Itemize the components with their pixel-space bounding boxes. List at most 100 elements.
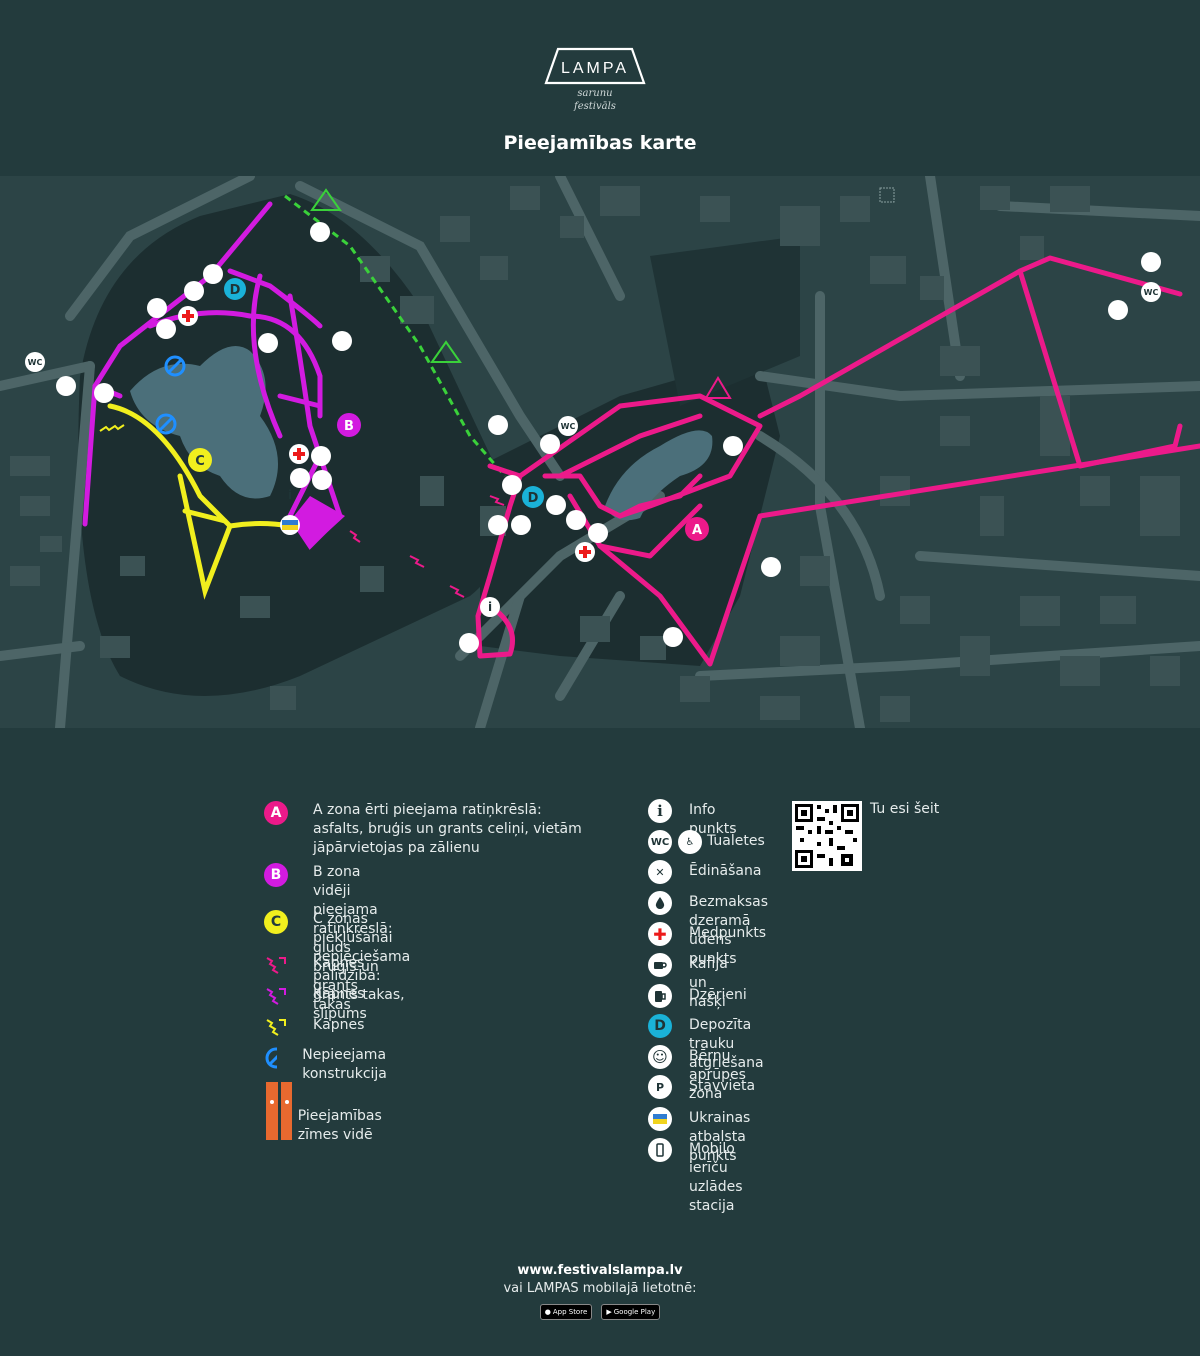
deposit-letter-west: D (230, 283, 241, 298)
festival-logo: LAMPA sarunu festivāls (540, 46, 650, 112)
medic-cross-icon: ✚ (648, 922, 672, 946)
legend-signs-label: Pieejamības zīmes vidē (297, 1108, 382, 1143)
zone-badge-c[interactable]: C (188, 448, 212, 472)
zone-a-paths[interactable] (475, 255, 1200, 667)
food-icon: ✕ (648, 860, 672, 884)
legend-ukraine: Ukrainas atbalsta punkts (648, 1107, 750, 1166)
no-access-markers (155, 355, 186, 435)
wc-icon: WC (648, 830, 672, 854)
coffee-icon (648, 953, 672, 977)
legend-deposit-label: Depozīta trauku atgriešana (689, 1017, 764, 1071)
website-link[interactable]: www.festivalslampa.lv (517, 1263, 683, 1278)
stairs-purple-icon (266, 988, 286, 1005)
page-title: Pieejamības karte (503, 132, 697, 154)
legend-zone-c-text: C zonas piekļūšanai nepieciešama palīdzī… (313, 910, 410, 1024)
legend-no-access-label: Nepieejama konstrukcija (302, 1047, 387, 1082)
qr-label: Tu esi šeit (870, 801, 940, 817)
ukraine-flag-bottom (282, 525, 298, 530)
water-drop-icon (648, 891, 672, 915)
park-north (650, 236, 800, 406)
logo-sub-2: festivāls (574, 101, 616, 112)
svg-text:WC: WC (561, 422, 576, 431)
accessibility-map[interactable]: A B C D D WC WC WC i i (0, 176, 1200, 728)
zone-a-letter: A (692, 523, 702, 538)
legend-deposit: D Depozīta trauku atgriešana (648, 1014, 764, 1073)
legend-kids: ☺ Bērnu aprūpes zona (648, 1045, 746, 1104)
zone-b-letter: B (344, 419, 354, 434)
svg-text:WC: WC (1144, 288, 1159, 297)
medic-crosses (182, 310, 591, 558)
qr-code[interactable] (792, 801, 862, 871)
legend-zone-c: C C zonas piekļūšanai nepieciešama palīd… (264, 910, 410, 1024)
legend-stairs-purple-label: Kāpnes (313, 986, 365, 1002)
apple-icon: ● (544, 1307, 551, 1316)
app-text: vai LAMPAS mobilajā lietotnē: (503, 1281, 697, 1296)
zone-badge-b[interactable]: B (337, 413, 361, 437)
legend-food-label: Ēdināšana (689, 863, 762, 879)
legend-wc: WC ♿ Tualetes (648, 830, 765, 854)
stairs-pink-icon (266, 957, 286, 974)
stairs-yellow-marks (99, 424, 125, 432)
legend-medic-label: Medpunkts (689, 925, 767, 941)
play-icon: ▶ (606, 1307, 612, 1316)
svg-text:WC: WC (28, 358, 43, 367)
logo-sub-1: sarunu (577, 88, 613, 99)
icon-glyphs: WC WC WC i i (28, 288, 1159, 614)
logo-wordmark: LAMPA (561, 60, 629, 77)
legend-kids-label: Bērnu aprūpes zona (689, 1048, 746, 1102)
slope-marker-pink (704, 376, 732, 399)
info-icon: i (648, 799, 672, 823)
legend-stairs-purple: Kāpnes (264, 985, 364, 1007)
lake-east (605, 430, 713, 521)
legend-info-label: Info punkts (689, 802, 737, 837)
legend-ukraine-label: Ukrainas atbalsta punkts (689, 1110, 751, 1164)
legend-drinks: Dzērieni (648, 984, 747, 1008)
ukraine-flag-icon (648, 1107, 672, 1131)
legend-charging-label: Mobilo ierīču uzlādes stacija (689, 1141, 743, 1214)
service-icons[interactable] (25, 222, 1161, 653)
zone-c-paths[interactable] (107, 403, 293, 600)
legend-zone-a-line-2: asfalts, bruģis un grants celiņi, vietām (313, 821, 582, 837)
legend-stairs-pink-label: Kāpnes (313, 955, 365, 971)
legend-zone-c-line-1: C zonas piekļūšanai nepieciešama (313, 911, 411, 965)
legend-food: ✕ Ēdināšana (648, 860, 761, 884)
svg-text:i: i (488, 600, 492, 614)
legend-water-label: Bezmaksas dzeramā ūdens punkts (689, 894, 769, 967)
slope-markers (310, 188, 462, 363)
map-grid-marker (879, 187, 895, 203)
ukraine-flag-top (282, 520, 298, 525)
google-play-button[interactable]: ▶Google Play (601, 1303, 661, 1320)
legend-zone-a-line-1: A zona ērti pieejama ratiņkrēslā: (313, 802, 542, 818)
legend-parking: P Stāvvieta (648, 1075, 755, 1099)
store-badges: ●App Store ▶Google Play (0, 1301, 1200, 1320)
parking-wheelchair-icon: P (648, 1075, 672, 1099)
legend-badge-a: A (264, 801, 288, 825)
legend-medic: ✚ Medpunkts (648, 922, 766, 946)
legend-badge-b: B (264, 863, 288, 887)
legend-coffee-label: Kafija un našķi (689, 956, 728, 1010)
buildings (10, 186, 1180, 722)
legend-badge-c: C (264, 910, 288, 934)
zone-c-letter: C (195, 454, 205, 469)
deposit-badge-east[interactable]: D (522, 486, 544, 508)
zone-badge-a[interactable]: A (685, 517, 709, 541)
deposit-icon: D (648, 1014, 672, 1038)
legend-parking-label: Stāvvieta (689, 1078, 756, 1094)
svg-text:i: i (288, 488, 292, 502)
app-store-button[interactable]: ●App Store (539, 1303, 593, 1320)
lampa-logo-icon: LAMPA (544, 47, 646, 85)
deposit-badge-west[interactable]: D (224, 278, 246, 300)
legend-zone-c-line-2: palīdzība: grants takas, slīpums (313, 968, 405, 1022)
deposit-letter-east: D (528, 491, 539, 506)
no-access-icon (265, 1047, 278, 1069)
legend-zone-a-text: A zona ērti pieejama ratiņkrēslā: asfalt… (313, 801, 583, 858)
legend-drinks-label: Dzērieni (689, 987, 747, 1003)
zone-b-area (290, 496, 345, 548)
legend-charging: Mobilo ierīču uzlādes stacija (648, 1138, 742, 1216)
beer-mug-icon (648, 984, 672, 1008)
charging-phone-icon (648, 1138, 672, 1162)
google-play-label: Google Play (613, 1307, 656, 1316)
legend-wc-label: Tualetes (707, 833, 765, 849)
legend-no-access: Nepieejama konstrukcija (264, 1046, 398, 1084)
legend-zone-b-text: B zona vidēji pieejama ratiņkrēslā: glud… (313, 863, 393, 1015)
